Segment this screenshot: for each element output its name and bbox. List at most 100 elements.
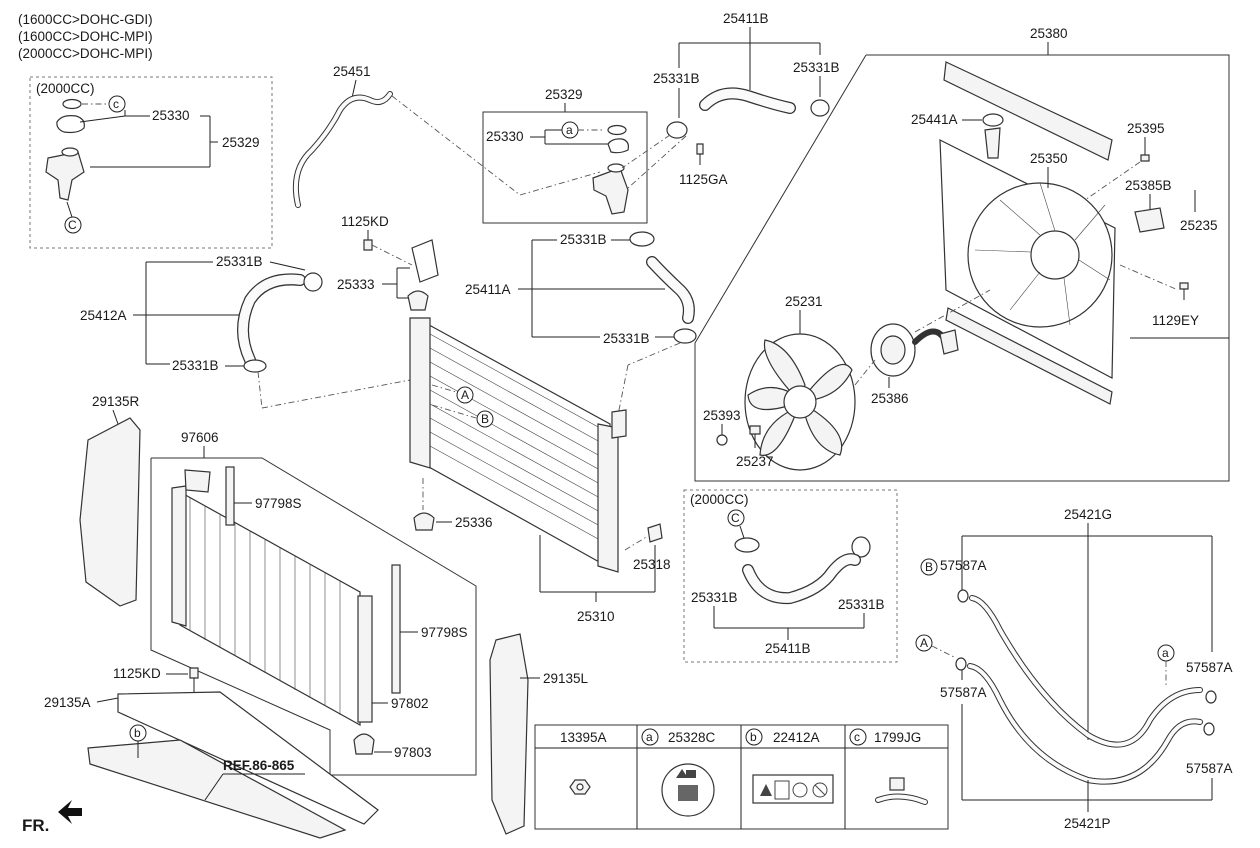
condenser-core xyxy=(179,490,361,727)
part-label-97606: 97606 xyxy=(181,430,219,445)
part-label-25331B-mid1: 25331B xyxy=(560,232,607,247)
callout-A-radiator-letter: A xyxy=(461,388,469,402)
callout-c-small xyxy=(108,95,126,113)
lower-left-hose-group: 25331B 25412A 25331B xyxy=(80,254,411,409)
radiator-fins xyxy=(429,333,601,541)
part-label-25330-top: 25330 xyxy=(152,108,190,123)
clamp-mid1 xyxy=(629,231,655,247)
fr-label: FR. xyxy=(22,816,49,835)
part-label-25336: 25336 xyxy=(455,515,493,530)
box-2000cc-label-bottom: (2000CC) xyxy=(690,492,749,507)
part-label-25451: 25451 xyxy=(333,64,371,79)
callout-B-radiator-letter: B xyxy=(481,412,489,426)
clamp-left2 xyxy=(243,359,267,373)
callout-A-radiator xyxy=(456,386,474,404)
callout-b-undercover-letter: b xyxy=(134,726,141,740)
part-label-25329-mid: 25329 xyxy=(545,87,583,102)
air-guard-29135L xyxy=(489,633,529,835)
oil-cooler-hose-group: 25421G B 57587A A 57587A a 57587A 57587A… xyxy=(915,507,1233,831)
part-label-25411A: 25411A xyxy=(465,282,511,297)
middle-hose-group: 25331B 25411A 25331B xyxy=(465,231,697,416)
condenser-group: 97606 97798S 97802 97803 97798S xyxy=(150,430,477,776)
box-25329-mid xyxy=(482,111,648,224)
engine-note-1: (1600CC>DOHC-GDI) xyxy=(18,12,153,27)
clip-57587A-4 xyxy=(1203,722,1215,736)
legend-col3-callout xyxy=(745,728,763,746)
seal-97798S-1 xyxy=(225,466,235,526)
part-label-97798S-2: 97798S xyxy=(421,625,468,640)
part-label-25331B-c1: 25331B xyxy=(691,590,738,605)
legend-col4-header: 1799JG xyxy=(874,730,921,745)
clip-57587A-2 xyxy=(955,657,967,671)
fan-hub xyxy=(783,385,817,419)
part-label-29135A: 29135A xyxy=(44,695,91,710)
bypass-hose-group: 25451 xyxy=(292,64,601,208)
part-label-25331B-top-right: 25331B xyxy=(793,60,840,75)
part-label-25421P: 25421P xyxy=(1064,816,1111,831)
radiator-left-tank xyxy=(409,317,431,469)
callout-A-hose-letter: A xyxy=(920,636,928,650)
part-label-25393: 25393 xyxy=(703,408,741,423)
radiator-cap-part xyxy=(56,115,85,134)
bracket-25333 xyxy=(411,239,439,283)
callout-A-hose xyxy=(915,634,933,652)
hose-clamp-top-left xyxy=(666,121,688,139)
drain-plug-25318 xyxy=(647,523,663,543)
part-label-25380: 25380 xyxy=(1030,26,1068,41)
part-label-57587A-3: 57587A xyxy=(1186,660,1233,675)
insulator-97803 xyxy=(353,733,375,755)
filler-neck-part xyxy=(45,151,85,201)
air-guard-29135A xyxy=(117,691,379,825)
resistor-25385B xyxy=(1134,207,1165,233)
filler-neck-mid xyxy=(592,167,629,215)
condenser-left-header xyxy=(171,485,187,627)
part-label-1125KD-bottom: 1125KD xyxy=(113,666,161,681)
part-label-25237: 25237 xyxy=(736,454,774,469)
clamp-2000cc-1 xyxy=(734,537,760,553)
part-label-29135R: 29135R xyxy=(92,394,140,409)
radiator-inlet xyxy=(611,409,627,439)
callout-C-hose-letter: C xyxy=(731,511,740,525)
callout-C-filler-letter: C xyxy=(68,218,77,232)
dashed-box-2000cc-top xyxy=(29,76,273,249)
part-label-97803: 97803 xyxy=(394,745,432,760)
callout-c-small-letter: c xyxy=(113,97,119,111)
callout-a-mid-letter: a xyxy=(566,123,573,137)
part-label-29135L: 29135L xyxy=(543,671,589,686)
engine-note-3: (2000CC>DOHC-MPI) xyxy=(18,46,153,61)
legend-col1-header: 13395A xyxy=(560,730,607,745)
fan-shroud-hub xyxy=(1030,230,1080,280)
part-label-1125GA: 1125GA xyxy=(679,172,728,187)
part-label-25395: 25395 xyxy=(1127,121,1165,136)
part-label-25318: 25318 xyxy=(633,557,671,572)
part-label-97802: 97802 xyxy=(391,696,429,711)
oring-part xyxy=(62,98,82,110)
clip-57587A-1 xyxy=(957,589,969,603)
legend-col2-callout xyxy=(641,728,659,746)
radiator-core xyxy=(419,318,611,570)
shroud-cap-part xyxy=(982,113,1004,127)
part-label-25331B-left1: 25331B xyxy=(216,254,263,269)
part-label-25235: 25235 xyxy=(1180,218,1218,233)
part-label-25330-mid: 25330 xyxy=(486,129,524,144)
callout-C-filler xyxy=(64,216,82,234)
dashed-box-2000cc-bottom xyxy=(683,489,898,663)
part-label-25350: 25350 xyxy=(1030,151,1068,166)
filler-neck-2000cc-group: (2000CC) c 25330 25329 C xyxy=(29,76,273,249)
part-label-1125KD-top: 1125KD xyxy=(341,214,389,229)
filler-neck-top xyxy=(61,147,79,157)
ref-label: REF.86-865 xyxy=(223,758,295,773)
insulator-top xyxy=(407,290,429,311)
fan-shroud-spokes xyxy=(974,182,1111,326)
fan-shroud-group: 25380 25441A 25350 25395 25385B 2523 xyxy=(694,26,1230,482)
front-arrow-icon xyxy=(58,800,82,824)
callout-C-hose xyxy=(727,509,745,527)
box-2000cc-label-top: (2000CC) xyxy=(36,81,95,96)
part-label-25411B-bottom: 25411B xyxy=(765,641,811,656)
clip-57587A-3 xyxy=(1205,690,1217,704)
condenser-fins xyxy=(189,498,341,715)
part-label-25231: 25231 xyxy=(785,294,823,309)
part-label-25331B-c2: 25331B xyxy=(838,597,885,612)
condenser-fitting xyxy=(184,469,211,493)
filler-neck-mid-group: 25329 25330 a xyxy=(482,87,648,224)
